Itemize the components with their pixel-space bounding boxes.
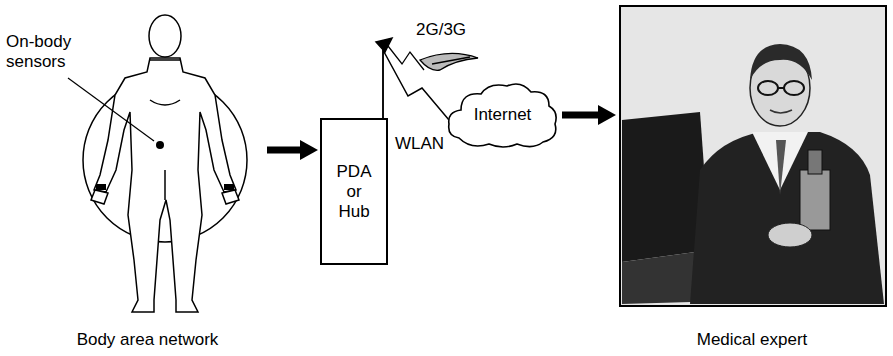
node-text: Medical expert	[697, 330, 808, 350]
cellular-link	[388, 46, 478, 70]
expert-photo	[620, 6, 886, 306]
node-text: PDA or Hub	[330, 162, 378, 222]
flow-arrow	[267, 140, 318, 160]
callout-label: On-body sensors	[6, 32, 86, 72]
sensor-dot	[96, 141, 234, 190]
human-figure	[91, 15, 239, 312]
node-text: Body area network	[77, 330, 219, 350]
expert-frame: Medical expert	[618, 4, 886, 350]
hub-box: PDA or Hub	[320, 118, 388, 265]
antenna-symbol	[376, 38, 392, 118]
node-text: Internet	[474, 105, 532, 125]
leader-line	[68, 78, 154, 141]
internet-cloud: Internet	[445, 80, 560, 150]
flow-arrow	[562, 105, 616, 125]
link-label: 2G/3G	[416, 20, 486, 40]
edge-label: WLAN	[393, 134, 446, 154]
wlan-link	[383, 50, 449, 120]
